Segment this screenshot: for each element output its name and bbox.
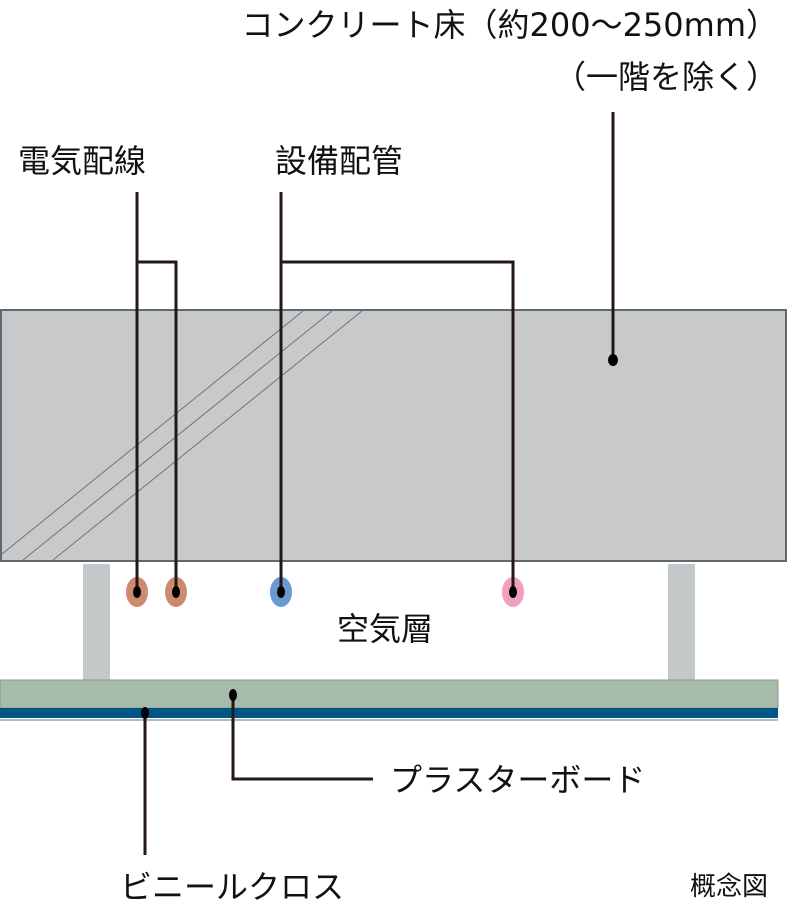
ceiling-bottom-line (0, 719, 778, 721)
plasterboard-layer (0, 679, 779, 709)
electrical-wiring-label: 電気配線 (18, 142, 146, 180)
plumbing-label: 設備配管 (275, 142, 403, 180)
support-left (83, 564, 110, 680)
vinyl-cloth-label: ビニールクロス (120, 868, 344, 905)
conceptual-diagram-label: 概念図 (690, 872, 768, 902)
plasterboard-label: プラスターボード (390, 761, 645, 799)
concrete-floor-label: コンクリート床（約200〜250mm） (241, 6, 778, 44)
leader-dots (133, 354, 618, 719)
support-right (668, 564, 695, 680)
concrete-note-label: （一階を除く） (554, 58, 778, 96)
concrete-slab (0, 309, 787, 562)
vinyl-cloth-layer (0, 708, 778, 718)
air-layer-label: 空気層 (337, 610, 433, 648)
leader-lines (135, 112, 615, 855)
